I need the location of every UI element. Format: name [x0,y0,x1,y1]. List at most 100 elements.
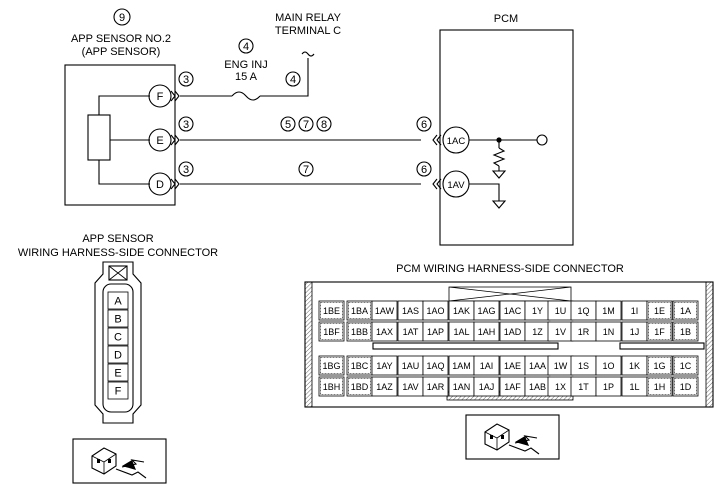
app-connector-title-1: APP SENSOR [82,233,153,245]
pcm-terminal-label: 1V [555,327,566,337]
app-terminal-label: A [114,296,122,308]
app-terminal-label: F [115,386,122,398]
callout-circle-7-d [298,161,314,177]
pcm-terminal-label: 1AR [427,382,445,392]
pcm-terminal-cell [422,376,449,397]
pcm-terminal-label: 1AK [453,306,470,316]
pcm-terminal-label: 1AH [478,327,496,337]
callout-3-e: 3 [183,119,189,131]
callout-circle-6-bottom [416,161,432,177]
pcm-terminal-cell [318,376,345,397]
ground-symbol-bottom [491,200,507,209]
pcm-terminal-label: 1BH [323,382,341,392]
pcm-terminal-label: 1AL [453,327,469,337]
pcm-terminal-guard [348,378,371,395]
pcm-terminal-label: 1D [680,382,692,392]
fuse-label-2: 15 A [235,71,258,83]
pcm-terminal-label: 1AI [480,361,494,371]
connector-chevron-f [170,90,180,102]
app-pin-e-label: E [156,135,163,147]
pcm-terminal-label: 1E [654,306,665,316]
pcm-terminal-cell [646,321,673,342]
pcm-title: PCM [494,13,518,25]
pcm-terminal-label: 1M [602,306,615,316]
pcm-terminal-cell [473,355,500,376]
pcm-terminal-label: 1W [554,361,568,371]
pcm-terminal-cell [318,321,345,342]
pcm-terminal-cell [318,355,345,376]
pcm-terminal-label: 1T [578,382,589,392]
pcm-terminal-cell [422,355,449,376]
pcm-terminal-label: 1C [680,361,692,371]
app-terminal-cell [107,309,129,328]
pcm-terminal-label: 1AN [453,382,471,392]
pull-resistor [492,147,506,167]
pcm-terminal-label: 1Y [532,306,543,316]
callout-circle-3-e [178,116,194,132]
app-pin-f [148,84,172,108]
callout-circle-8 [316,116,332,132]
pcm-connector-icon-box [465,414,560,460]
app-connector-latch [108,265,128,281]
pcm-terminal-cell [595,321,622,342]
pcm-terminal-label: 1H [654,382,666,392]
pcm-terminal-label: 1U [555,306,567,316]
pcm-terminal-label: 1AG [477,306,495,316]
app-connector-view: APP SENSOR WIRING HARNESS-SIDE CONNECTOR… [18,233,218,484]
pcm-terminal-cell [646,300,673,321]
callout-3-f: 3 [183,74,189,86]
pcm-terminal-label: 1O [602,361,614,371]
app-terminal-label: C [114,332,122,344]
app-terminal-label: D [114,350,122,362]
pcm-connector-hatch-left [304,281,313,408]
pcm-terminal-label: 1AV [402,382,418,392]
pcm-terminal-guard [648,357,671,374]
pcm-terminal-label: 1AC [504,306,522,316]
callout-circle-4-fuse [238,38,254,54]
app-pin-d [148,172,172,196]
callout-7-e: 7 [303,119,309,131]
pcm-terminal-cell [595,376,622,397]
callout-circle-9 [113,8,131,26]
pcm-terminal-guard [674,302,697,319]
pcm-terminal-cell [595,300,622,321]
pcm-terminal-cell [646,376,673,397]
pcm-terminal-label: 1S [578,361,589,371]
app-pin-f-label: F [157,91,164,103]
pcm-terminal-label: 1AT [403,327,419,337]
pcm-terminal-cell [672,321,699,342]
pcm-terminal-label: 1BG [322,361,340,371]
ground-symbol-top [491,170,507,179]
pcm-terminal-cell [371,355,398,376]
connector-chevron-d [170,178,180,190]
hand-connector-icon-pcm [484,423,540,455]
pcm-terminal-guard [320,302,343,319]
resistor-top-lead [98,95,150,115]
app-terminal-cell [107,381,129,400]
pcm-internal-bottom-wire [469,183,500,201]
pcm-terminal-label: 1AW [375,306,395,316]
pcm-body [439,29,574,246]
pcm-terminal-label: 1F [654,327,665,337]
pcm-terminal-cell [371,321,398,342]
fuse-callout: 4 [243,41,249,53]
pcm-terminal-cell [422,300,449,321]
hand-connector-icon [91,447,147,479]
pcm-terminal-label: 1AF [504,382,521,392]
pcm-terminal-guard [674,378,697,395]
pcm-terminal-guard [648,378,671,395]
pcm-terminal-label: 1AB [529,382,546,392]
connector-chevron-e [170,134,180,146]
pcm-terminal-label: 1K [629,361,640,371]
app-terminal-label: E [114,368,121,380]
pcm-terminal-guard [674,357,697,374]
app-connector-title-2: WIRING HARNESS-SIDE CONNECTOR [18,247,218,259]
pcm-connector-divider [372,342,559,350]
pcm-terminal-cell [318,300,345,321]
pcm-terminal-label: 1AZ [376,382,393,392]
app-terminal-cell [107,291,129,310]
app-connector-inner-shell [102,283,134,413]
relay-terminal-mark [301,51,315,57]
callout-8: 8 [321,119,327,131]
pcm-terminal-label: 1I [631,306,639,316]
